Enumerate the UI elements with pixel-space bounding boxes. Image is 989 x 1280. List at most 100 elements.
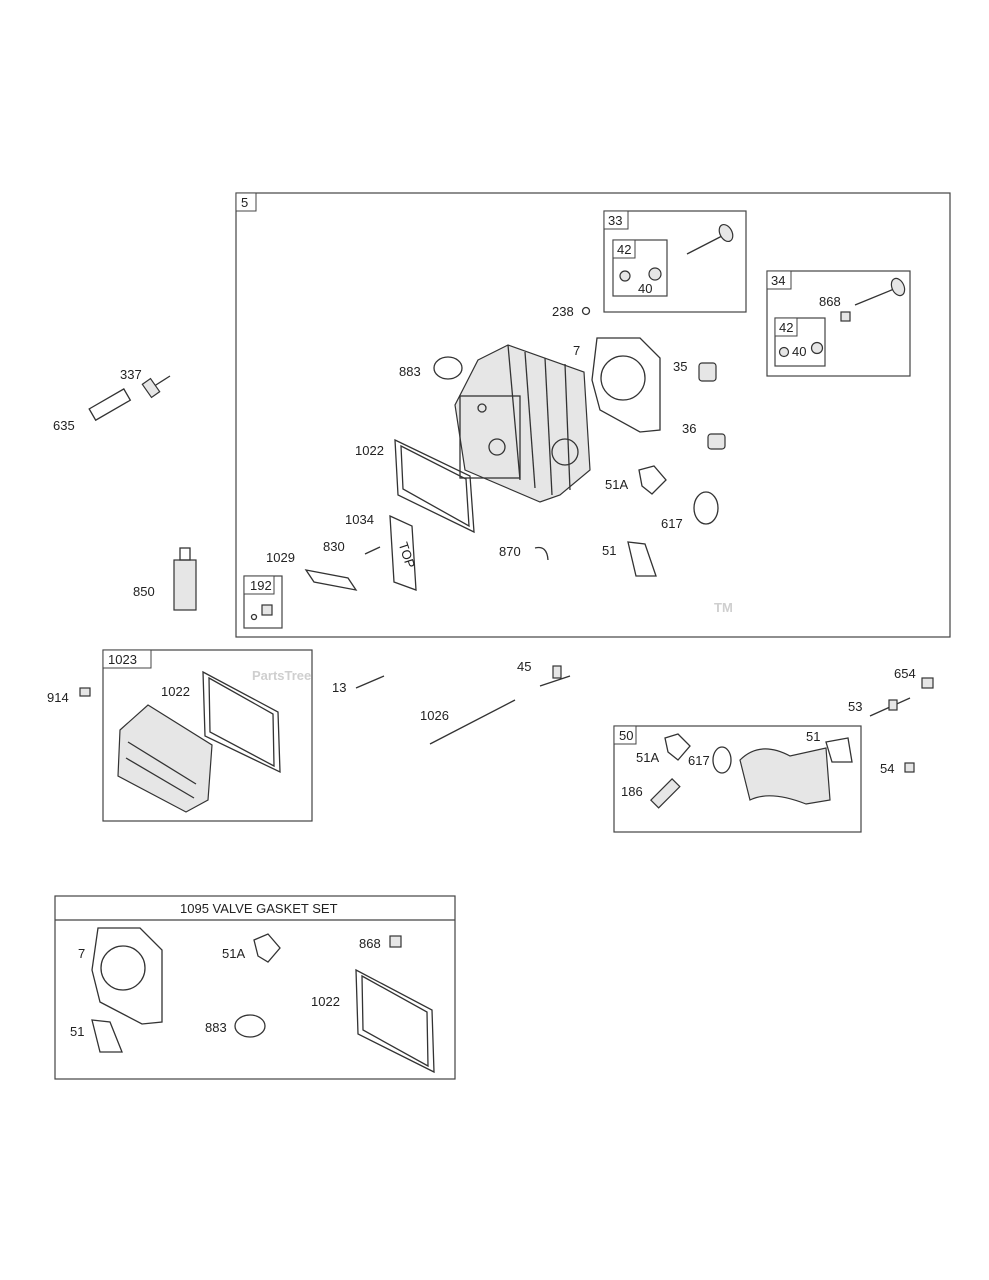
valve-keeper-icon: [619, 270, 631, 282]
callout-883-a: 883: [399, 364, 421, 379]
spark-plug-icon: [141, 375, 171, 399]
callout-1022-a: 1022: [355, 443, 384, 458]
callout-635: 635: [53, 418, 75, 433]
callout-34: 34: [771, 273, 785, 288]
callout-192: 192: [250, 578, 272, 593]
callout-36: 36: [682, 421, 696, 436]
callout-914: 914: [47, 690, 69, 705]
exhaust-stud-icon: [869, 697, 911, 717]
callout-1034: 1034: [345, 512, 374, 527]
sealant-tube-icon: [173, 547, 197, 611]
rocker-cover-gasket-icon: [355, 968, 435, 1074]
callout-654: 654: [894, 666, 916, 681]
callout-45: 45: [517, 659, 531, 674]
callout-51-a: 51: [602, 543, 616, 558]
intake-gasket-icon: [253, 933, 281, 963]
callout-850: 850: [133, 584, 155, 599]
nut-icon: [921, 677, 934, 689]
callout-1023: 1023: [108, 652, 137, 667]
callout-883-b: 883: [205, 1020, 227, 1035]
screw-icon: [79, 687, 91, 697]
callout-51A-a: 51A: [605, 477, 628, 492]
intake-gasket-icon: [234, 1014, 266, 1038]
callout-13: 13: [332, 680, 346, 695]
callout-7-b: 7: [78, 946, 85, 961]
intake-gasket-icon: [638, 465, 667, 495]
callout-5: 5: [241, 195, 248, 210]
intake-manifold-50-box: 50 51A 617 51 186: [613, 725, 862, 833]
breather-tube-icon: [304, 569, 358, 591]
rocker-stud-icon: [539, 665, 571, 687]
intake-manifold-icon: [739, 747, 831, 805]
valve-seal-icon: [389, 935, 402, 948]
head-gasket-icon: [591, 337, 661, 433]
rocker-cover-1023-box: 1023 1022: [102, 649, 313, 822]
callout-830: 830: [323, 539, 345, 554]
rocker-cover-icon: [117, 704, 213, 813]
intake-gasket-icon: [664, 733, 691, 761]
callout-1022-b: 1022: [161, 684, 190, 699]
breather-plate-icon: TOP: [389, 514, 418, 591]
valve-retainer-icon: [648, 267, 662, 281]
washer-icon: [250, 613, 258, 621]
callout-40-b: 40: [792, 344, 806, 359]
callout-35: 35: [673, 359, 687, 374]
watermark-text: PartsTree: [252, 668, 311, 683]
exhaust-gasket-icon: [627, 541, 657, 577]
exhaust-valve-kit-34-box: 34 868 42 40: [766, 270, 911, 377]
callout-1022-c: 1022: [311, 994, 340, 1009]
intake-valve-kit-33-box: 33 42 40: [603, 210, 747, 313]
callout-53: 53: [848, 699, 862, 714]
fuel-fitting-icon: [650, 778, 681, 809]
callout-54: 54: [880, 761, 894, 776]
o-ring-icon: [693, 491, 719, 525]
valve-retainer-icon: [810, 341, 824, 355]
rocker-cover-gasket-icon: [202, 670, 281, 774]
callout-238: 238: [552, 304, 574, 319]
callout-617-b: 617: [688, 753, 710, 768]
kit-title: 1095 VALVE GASKET SET: [180, 901, 338, 916]
watermark-tm: TM: [714, 600, 733, 615]
callout-868-b: 868: [359, 936, 381, 951]
nut-icon: [904, 762, 915, 773]
callout-42-b: 42: [779, 320, 793, 335]
intake-gasket-icon: [433, 356, 463, 380]
callout-33: 33: [608, 213, 622, 228]
valve-gasket-set-box: 1095 VALVE GASKET SET 7 51 51A 883 868 1…: [54, 895, 456, 1080]
cylinder-head-icon: [454, 344, 591, 503]
callout-50: 50: [619, 728, 633, 743]
callout-42-a: 42: [617, 242, 631, 257]
callout-51-b: 51: [806, 729, 820, 744]
callout-868-a: 868: [819, 294, 841, 309]
callout-51A-c: 51A: [222, 946, 245, 961]
callout-51-c: 51: [70, 1024, 84, 1039]
callout-7-a: 7: [573, 343, 580, 358]
callout-870: 870: [499, 544, 521, 559]
callout-337: 337: [120, 367, 142, 382]
valve-keeper-icon: [778, 346, 790, 358]
breather-plug-icon: [581, 306, 591, 316]
exhaust-gasket-icon: [825, 737, 853, 763]
callout-40-a: 40: [638, 281, 652, 296]
o-ring-icon: [712, 746, 732, 774]
callout-617-a: 617: [661, 516, 683, 531]
screw-icon: [364, 546, 381, 555]
clip-icon: [534, 546, 549, 561]
intake-valve-icon: [686, 223, 734, 255]
valve-spring-icon: [698, 362, 717, 382]
callout-1029: 1029: [266, 550, 295, 565]
nut-icon: [261, 604, 273, 616]
valve-spring-icon: [707, 433, 726, 450]
bolt-icon: [355, 675, 385, 689]
top-marking: TOP: [396, 540, 418, 570]
rocker-cover-gasket-icon: [394, 438, 475, 534]
callout-51A-b: 51A: [636, 750, 659, 765]
callout-1026: 1026: [420, 708, 449, 723]
exhaust-valve-icon: [854, 277, 906, 306]
head-gasket-icon: [91, 927, 163, 1025]
exhaust-gasket-icon: [91, 1019, 123, 1053]
valve-seal-icon: [840, 311, 851, 322]
spark-plug-boot-icon: [88, 388, 132, 422]
push-rod-icon: [429, 699, 516, 745]
